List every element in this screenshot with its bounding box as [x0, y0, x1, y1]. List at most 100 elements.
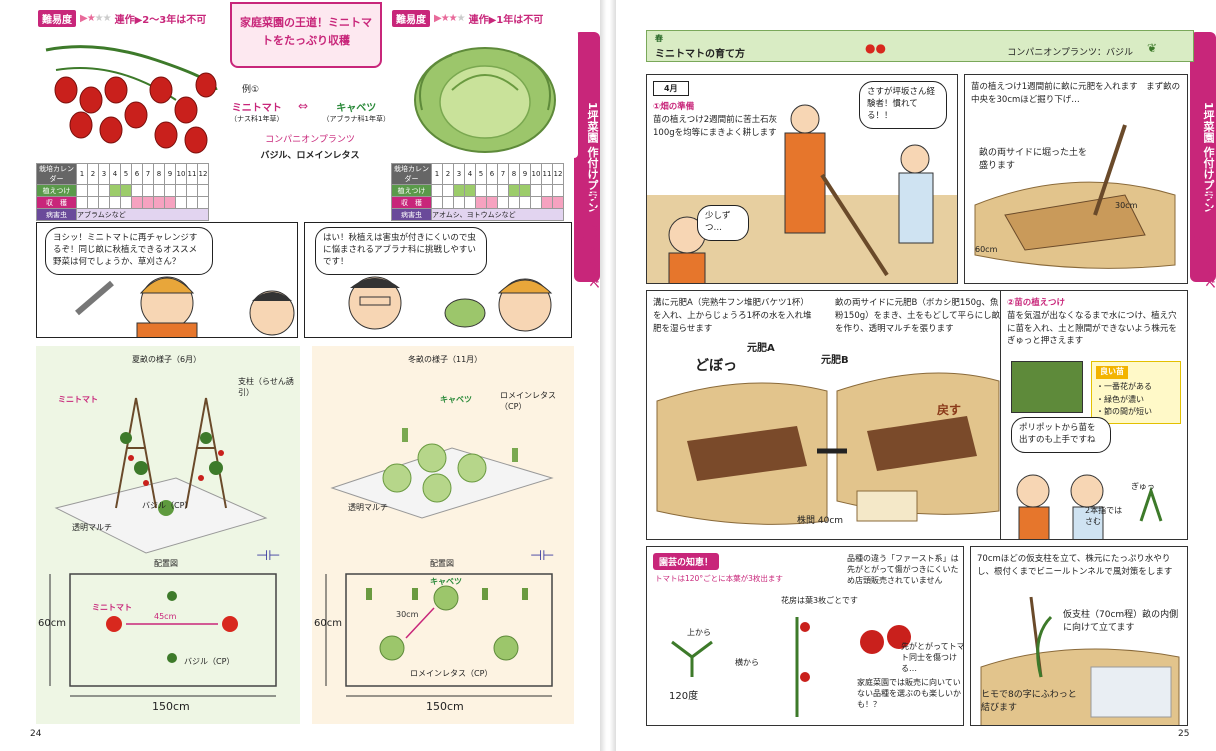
layout-label-romaine: ロメインレタス（CP）: [410, 669, 493, 678]
row-pest: 病害虫: [36, 208, 77, 221]
tip-angle-label: 120度: [669, 691, 699, 702]
chapter-tab: 1坪菜園 作付けプラン: [1190, 32, 1216, 282]
dim-width: 150cm: [152, 700, 190, 713]
stake-illustration: [980, 596, 1180, 725]
speech-bubble-pot: ポリポットから苗を出すのも上手ですね: [1011, 417, 1111, 453]
tip-text-3: 先がとがってトマト同士を傷つける…: [901, 642, 964, 673]
good-item-1: ・一番花がある: [1096, 381, 1152, 391]
dim-height-winter: 60cm: [314, 618, 342, 629]
speech-bubble-1: ヨシッ！ミニトマトに再チャレンジするぞ！同じ畝に秋植えできるオススメ野菜は何でし…: [45, 227, 213, 275]
month-cell: 8: [508, 163, 520, 185]
step-prep-panel: 苗の植えつけ1週間前に畝に元肥を入れます まず畝の中央を30cmほど掘り下げ… …: [964, 74, 1188, 284]
label-romaine: ロメインレタス（CP）: [500, 391, 556, 411]
tip-text-4: 家庭菜園では販売に向いていない品種を選ぶのも楽しいかも！？: [857, 678, 961, 709]
speech-bubble-a: 少しずつ…: [697, 205, 749, 241]
month-cell: 4: [464, 163, 476, 185]
page-number: 25: [1178, 729, 1190, 739]
row-harvest: 収 穫: [391, 196, 432, 209]
tip-panel: 園芸の知恵！ トマトは120°ごとに本葉が3枚出ます 花房は葉3枚ごとです 上か…: [646, 546, 964, 726]
label-fertilizer-a: 元肥A: [747, 343, 775, 354]
left-page: 1坪菜園 作付けプラン ミニトマト × キャベツ 難易度 ▶★★★ 連作▶2〜3…: [0, 0, 600, 751]
section-title: ミニトマトの育て方: [655, 49, 745, 60]
dim-width-winter: 150cm: [426, 700, 464, 713]
row-planting: 植えつけ: [391, 184, 432, 197]
dim-30cm: 30cm: [1115, 201, 1138, 210]
layout-label-cabbage: キャベツ: [430, 577, 462, 586]
summer-bed-illustration: [54, 397, 268, 554]
month-cell: 4: [109, 163, 121, 185]
month-cell: 2: [87, 163, 99, 185]
tip-illustration: [671, 617, 911, 717]
page-number: 24: [30, 729, 42, 739]
crop1-name: ミニトマト: [231, 103, 282, 114]
month-cell: 2: [442, 163, 454, 185]
winter-title: 冬畝の様子（11月）: [408, 355, 483, 364]
label-support: 支柱（らせん誘引）: [238, 377, 294, 397]
fertilizer-b-text: 畝の両サイドに元肥B（ボカシ肥150g、魚粉150g）をまき、土をもどして平らに…: [835, 298, 1001, 334]
speech-bubble-2: はい！秋植えは害虫が付きにくいので虫に悩まされるアブラナ科に挑戦しやすいです！: [315, 227, 487, 275]
dim-height: 60cm: [38, 618, 66, 629]
month-cell: 12: [552, 163, 564, 185]
month-badge: 4月: [653, 81, 689, 96]
label-cabbage: キャベツ: [440, 395, 472, 404]
chapter-sub-tab: ミニトマト × キャベツ: [572, 191, 598, 289]
seedling-photo: [1011, 361, 1083, 413]
comic-panel-2: はい！秋植えは害虫が付きにくいので虫に悩まされるアブラナ科に挑戦しやすいです！: [304, 222, 572, 338]
dist-45: 45cm: [154, 612, 177, 621]
month-cell: 9: [519, 163, 531, 185]
calendar-header: 栽培カレンダー: [36, 163, 77, 185]
prep-text: 苗の植えつけ1週間前に畝に元肥を入れます まず畝の中央を30cmほど掘り下げ…: [971, 82, 1181, 105]
step-3-panel: 70cmほどの仮支柱を立て、株元にたっぷり水やりし、根付くまでビニールトンネルで…: [970, 546, 1188, 726]
tomato-icon: ●●: [865, 41, 886, 55]
month-cell: 5: [120, 163, 132, 185]
crop1-family: （ナス科1年草）: [230, 115, 284, 123]
good-item-3: ・節の間が短い: [1096, 407, 1152, 417]
month-cell: 8: [153, 163, 165, 185]
dim-60cm: 60cm: [975, 245, 998, 254]
fertilizer-illustration: [647, 291, 1007, 539]
label-fertilizer-b: 元肥B: [821, 355, 849, 366]
label-basil: バジル（CP）: [142, 501, 193, 510]
tip-text-2: 品種の違う「ファースト系」は先がとがって傷がつきにくいため店頭販売されていません: [847, 554, 959, 585]
month-cell: 3: [453, 163, 465, 185]
row-planting: 植えつけ: [36, 184, 77, 197]
summer-title: 夏畝の様子（6月）: [132, 355, 202, 364]
step-1-panel: 4月 ①畑の準備 苗の植えつけ2週間前に苦土石灰100gを均等にまきよく耕します…: [646, 74, 958, 284]
label-spacing: 株間 40cm: [797, 516, 844, 526]
step1-content: ①畑の準備 苗の植えつけ2週間前に苦土石灰100gを均等にまきよく耕します: [653, 101, 783, 139]
step3-text: 70cmほどの仮支柱を立て、株元にたっぷり水やりし、根付くまでビニールトンネルで…: [977, 554, 1173, 577]
summer-bed-panel: 夏畝の様子（6月） ミニトマト 支柱（らせん誘引） バジル（CP） 透明マルチ …: [36, 346, 300, 724]
layout-title-winter: 配置図: [430, 559, 454, 568]
month-cell: 7: [497, 163, 509, 185]
stake-note: 仮支柱（70cm程）畝の内側に向けて立てます: [1063, 610, 1179, 633]
month-cell: 6: [486, 163, 498, 185]
article-title: 家庭菜園の王道！ミニトマトをたっぷり収穫: [230, 2, 382, 68]
companion-text: バジル、ロメインレタス: [260, 151, 360, 161]
tip-heading: 園芸の知恵！: [653, 553, 720, 570]
season-label: 春: [655, 34, 663, 43]
layout-diagram-summer: ⊣⊢: [49, 573, 277, 697]
tip-top-label: 上から: [687, 628, 711, 637]
layout-diagram-winter: [325, 573, 553, 697]
book-gutter: [600, 0, 616, 751]
winter-bed-panel: 冬畝の様子（11月） キャベツ ロメインレタス（CP） 透明マルチ 配置図 キャ…: [312, 346, 574, 724]
month-cell: 12: [197, 163, 209, 185]
chapter-sub-tab: ミニトマト × キャベツ: [1188, 191, 1214, 289]
good-seedling-box: 良い苗 ・一番花がある ・緑色が濃い ・節の間が短い: [1091, 361, 1181, 425]
difficulty-tomato: 難易度 ▶★★★ 連作▶2〜3年は不可: [38, 10, 206, 27]
label-mulch: 透明マルチ: [72, 523, 112, 532]
crop2-family: （アブラナ科1年草）: [322, 115, 390, 123]
month-cell: 10: [530, 163, 542, 185]
calendar-header: 栽培カレンダー: [391, 163, 432, 185]
month-cell: 3: [98, 163, 110, 185]
planting-illustration: [1016, 474, 1163, 539]
month-cell: 10: [175, 163, 187, 185]
cabbage-photo: [392, 30, 578, 158]
month-cell: 7: [142, 163, 154, 185]
month-cell: 11: [186, 163, 198, 185]
prep-note: 畝の両サイドに堀った土を盛ります: [979, 148, 1088, 171]
tie-note: ヒモで8の字にふわっと結びます: [981, 690, 1077, 713]
layout-label-minitomato: ミニトマト: [92, 603, 132, 612]
label-mulch-winter: 透明マルチ: [348, 503, 388, 512]
